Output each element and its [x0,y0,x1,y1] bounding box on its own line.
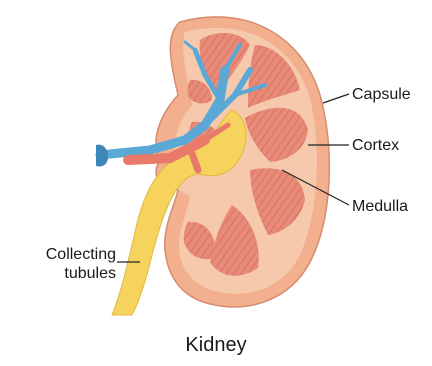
label-collecting-line2: tubules [6,264,116,283]
label-medulla: Medulla [352,197,408,216]
label-collecting-tubules: Collecting tubules [6,245,116,283]
capsule-leader [323,94,349,103]
label-capsule: Capsule [352,85,411,104]
label-cortex: Cortex [352,136,399,155]
label-collecting-line1: Collecting [6,245,116,264]
renal-vein-opening [96,145,108,167]
figure-caption: Kidney [0,334,432,357]
